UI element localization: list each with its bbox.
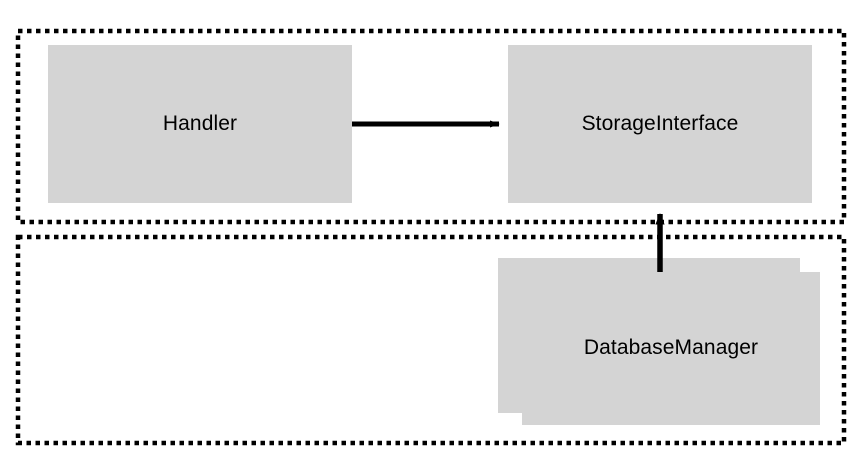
lower-layer-group xyxy=(15,234,847,446)
upper-layer-group xyxy=(15,28,847,225)
node-database-manager[interactable] xyxy=(522,272,820,425)
node-handler[interactable] xyxy=(48,45,352,203)
node-storage-interface[interactable] xyxy=(508,45,812,203)
